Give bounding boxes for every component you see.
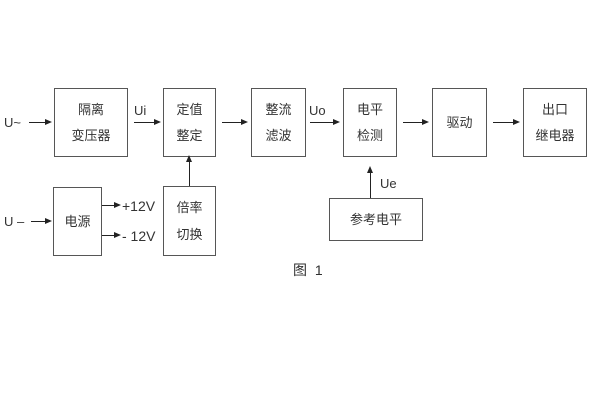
block-label: 变压器 — [71, 128, 111, 144]
signal-ue: Ue — [380, 176, 397, 191]
arrow-rectifier-to-level — [310, 117, 340, 127]
block-label: 参考电平 — [349, 212, 402, 227]
block-label: 出口 — [541, 101, 568, 117]
arrow-setpoint-to-rectifier — [222, 117, 248, 127]
signal-plus-12v: +12V — [122, 198, 156, 214]
figure-caption: 图 1 — [293, 262, 325, 278]
block-setpoint-adjust: 定值 整定 — [163, 88, 216, 157]
signal-ui: Ui — [134, 103, 147, 118]
block-rectifier-filter: 整流 滤波 — [251, 88, 306, 157]
block-label: 整定 — [176, 128, 203, 144]
block-power-supply: 电源 — [53, 187, 102, 256]
block-label: 整流 — [265, 101, 292, 117]
signal-minus-12v: - 12V — [122, 228, 156, 244]
block-level-detect: 电平 检测 — [343, 88, 397, 157]
arrow-udc-to-power — [31, 216, 52, 226]
block-drive: 驱动 — [432, 88, 487, 157]
block-label: 定值 — [176, 101, 203, 117]
block-label: 滤波 — [265, 128, 292, 144]
block-output-relay: 出口 继电器 — [523, 88, 587, 157]
block-reference-level: 参考电平 — [329, 198, 423, 241]
block-label: 继电器 — [535, 128, 575, 144]
arrow-level-to-drive — [403, 117, 429, 127]
block-label: 切换 — [176, 227, 203, 242]
block-label: 倍率 — [176, 200, 203, 215]
signal-uo: Uo — [309, 103, 326, 118]
block-label: 驱动 — [446, 115, 473, 130]
block-multiplier-switch: 倍率 切换 — [163, 186, 216, 256]
arrow-power-to-minus12v — [102, 230, 121, 240]
arrow-multiplier-to-setpoint — [184, 155, 194, 186]
signal-u-dc: U – — [4, 214, 25, 229]
block-label: 电平 — [356, 101, 383, 117]
signal-u-ac: U~ — [4, 115, 21, 130]
block-isolation-transformer: 隔离 变压器 — [54, 88, 128, 157]
arrow-drive-to-relay — [493, 117, 520, 127]
block-label: 电源 — [64, 214, 91, 229]
arrow-power-to-plus12v — [102, 200, 121, 210]
arrow-uac-to-isolation — [29, 117, 52, 127]
arrow-reference-to-level — [365, 166, 375, 198]
block-label: 检测 — [356, 128, 383, 144]
arrow-isolation-to-setpoint — [134, 117, 161, 127]
block-label: 隔离 — [77, 101, 104, 117]
